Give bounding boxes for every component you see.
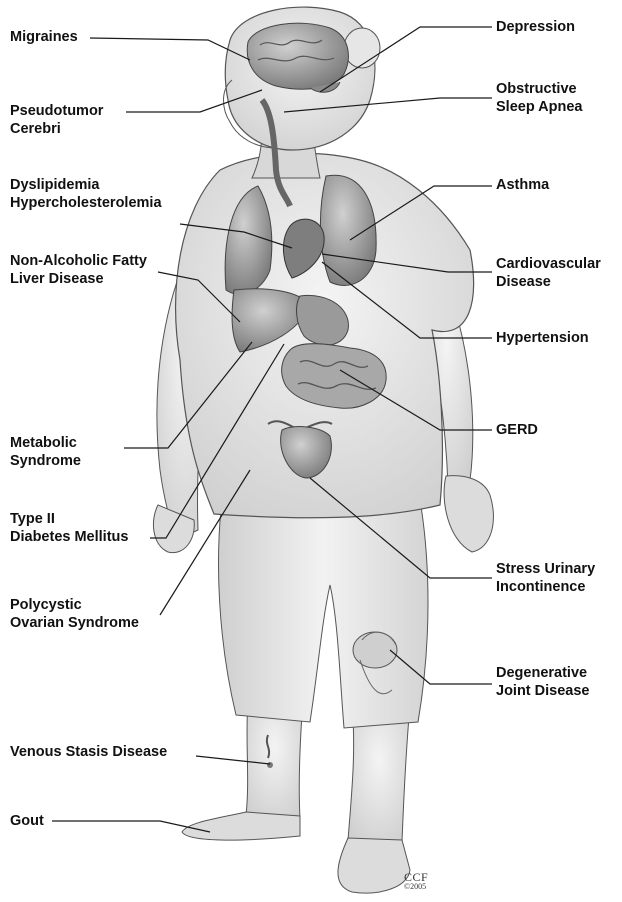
label-line: Hypercholesterolemia: [10, 194, 162, 212]
hair-bun: [344, 28, 380, 68]
label-depression: Depression: [496, 18, 575, 36]
label-line: Ovarian Syndrome: [10, 614, 139, 632]
label-line: Hypertension: [496, 329, 589, 347]
label-line: Asthma: [496, 176, 549, 194]
copyright-credit: CCF ©2005: [404, 872, 428, 892]
label-line: Obstructive: [496, 80, 583, 98]
label-metabolic-syndrome: Metabolic Syndrome: [10, 434, 81, 470]
label-line: Disease: [496, 273, 601, 291]
label-line: Incontinence: [496, 578, 595, 596]
label-stress-urinary: Stress Urinary Incontinence: [496, 560, 595, 596]
label-line: Pseudotumor: [10, 102, 103, 120]
label-line: GERD: [496, 421, 538, 439]
label-gout: Gout: [10, 812, 44, 830]
left-foot: [182, 812, 300, 840]
label-venous-stasis: Venous Stasis Disease: [10, 743, 167, 761]
label-line: Polycystic: [10, 596, 139, 614]
label-line: Stress Urinary: [496, 560, 595, 578]
label-line: Migraines: [10, 28, 78, 46]
label-hypertension: Hypertension: [496, 329, 589, 347]
label-line: Venous Stasis Disease: [10, 743, 167, 761]
label-line: Diabetes Mellitus: [10, 528, 128, 546]
label-line: Type II: [10, 510, 128, 528]
label-migraines: Migraines: [10, 28, 78, 46]
label-line: Sleep Apnea: [496, 98, 583, 116]
right-hand: [444, 476, 493, 552]
label-line: Metabolic: [10, 434, 81, 452]
label-line: Syndrome: [10, 452, 81, 470]
label-sleep-apnea: Obstructive Sleep Apnea: [496, 80, 583, 116]
label-line: Dyslipidemia: [10, 176, 162, 194]
label-type-ii-diabetes: Type II Diabetes Mellitus: [10, 510, 128, 546]
label-line: Cardiovascular: [496, 255, 601, 273]
label-line: Depression: [496, 18, 575, 36]
legs: [182, 700, 410, 893]
label-line: Liver Disease: [10, 270, 147, 288]
label-pcos: Polycystic Ovarian Syndrome: [10, 596, 139, 632]
label-line: Gout: [10, 812, 44, 830]
credit-year: ©2005: [404, 882, 428, 892]
label-pseudotumor-cerebri: Pseudotumor Cerebri: [10, 102, 103, 138]
label-line: Non-Alcoholic Fatty: [10, 252, 147, 270]
label-gerd: GERD: [496, 421, 538, 439]
right-foot: [338, 838, 410, 893]
label-cardiovascular: Cardiovascular Disease: [496, 255, 601, 291]
label-degenerative-joint: Degenerative Joint Disease: [496, 664, 590, 700]
label-line: Degenerative: [496, 664, 590, 682]
label-line: Joint Disease: [496, 682, 590, 700]
label-dyslipidemia: Dyslipidemia Hypercholesterolemia: [10, 176, 162, 212]
label-nafld: Non-Alcoholic Fatty Liver Disease: [10, 252, 147, 288]
label-asthma: Asthma: [496, 176, 549, 194]
credit-brand: CCF: [404, 872, 428, 882]
pants: [219, 500, 428, 728]
label-line: Cerebri: [10, 120, 103, 138]
